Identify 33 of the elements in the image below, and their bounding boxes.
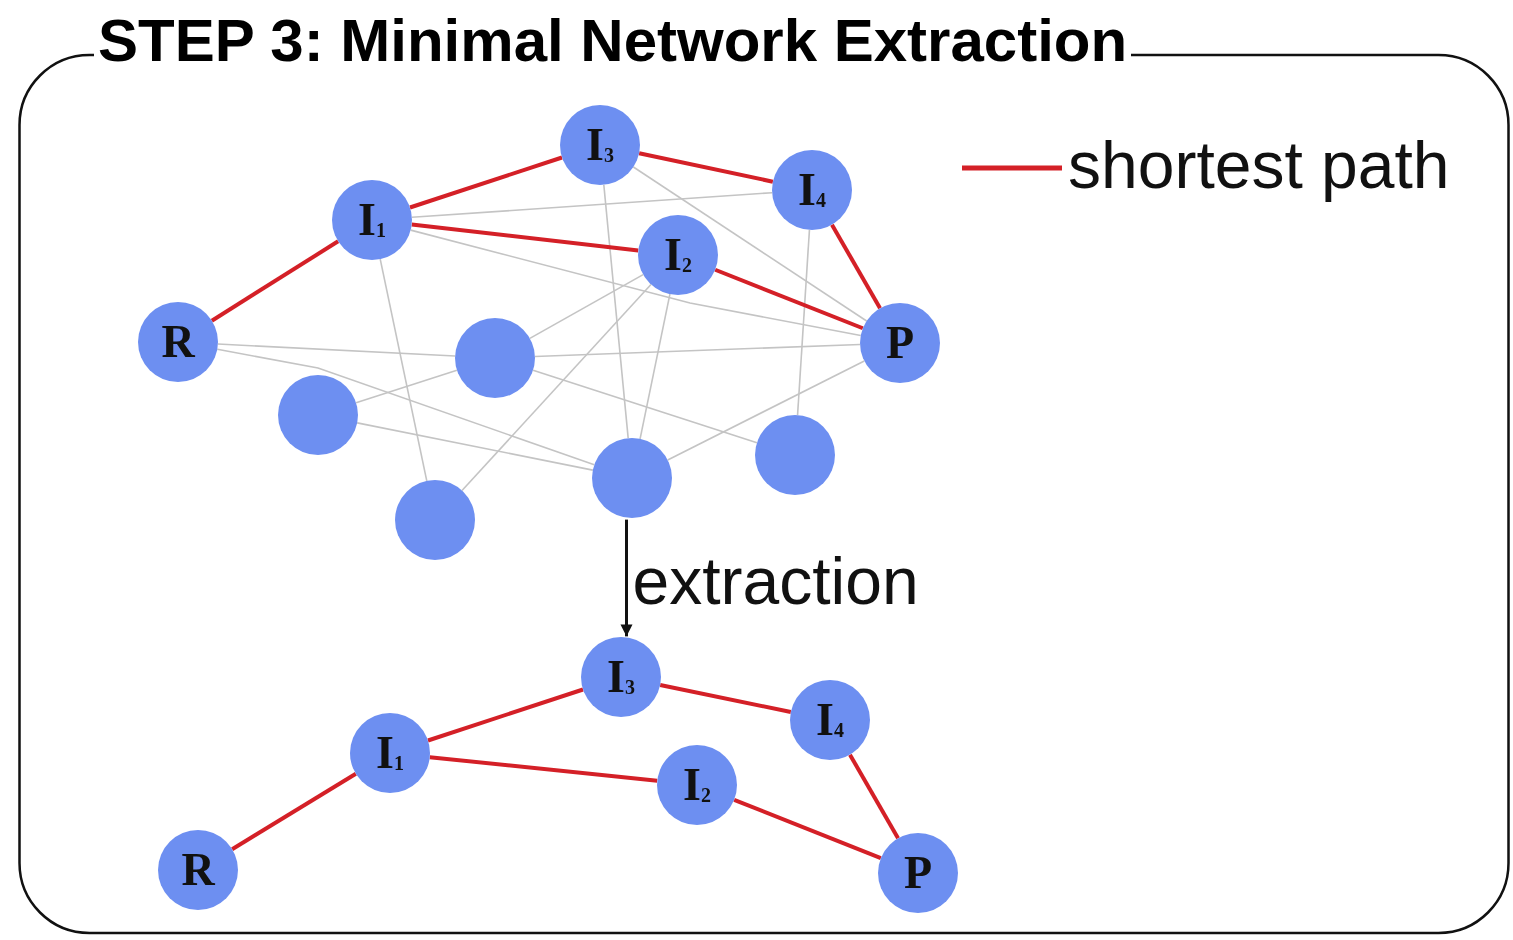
network-edge [659,683,792,714]
network-edge [796,229,811,416]
network-node: P [860,303,940,383]
arrow [620,519,633,637]
network-edge [429,755,658,783]
network-edge [603,184,629,439]
network-edge [639,293,671,440]
network-edge [733,797,882,861]
network-edge [830,223,882,310]
network-edge [666,360,866,461]
network-edge [461,283,652,492]
network-node: R [158,830,238,910]
network-node: P [878,833,958,913]
network-edge [409,155,563,210]
network-node: R [138,302,218,382]
network-edge [714,267,864,331]
network-edge [411,222,639,253]
network-edge [534,343,861,358]
network-edge [848,753,900,840]
network-edge [411,191,773,219]
network-edge [532,369,758,444]
network-edge [409,229,862,337]
network-edge [231,772,357,851]
network-edge [217,343,456,357]
network-edge [638,151,774,184]
network-edge [210,239,340,323]
network-edge [379,258,428,482]
network-edge [427,687,584,743]
network-edge [355,369,458,404]
network-edge [632,166,868,322]
network-edge [529,273,644,340]
network-edge [356,422,594,471]
network-edge [216,348,596,466]
